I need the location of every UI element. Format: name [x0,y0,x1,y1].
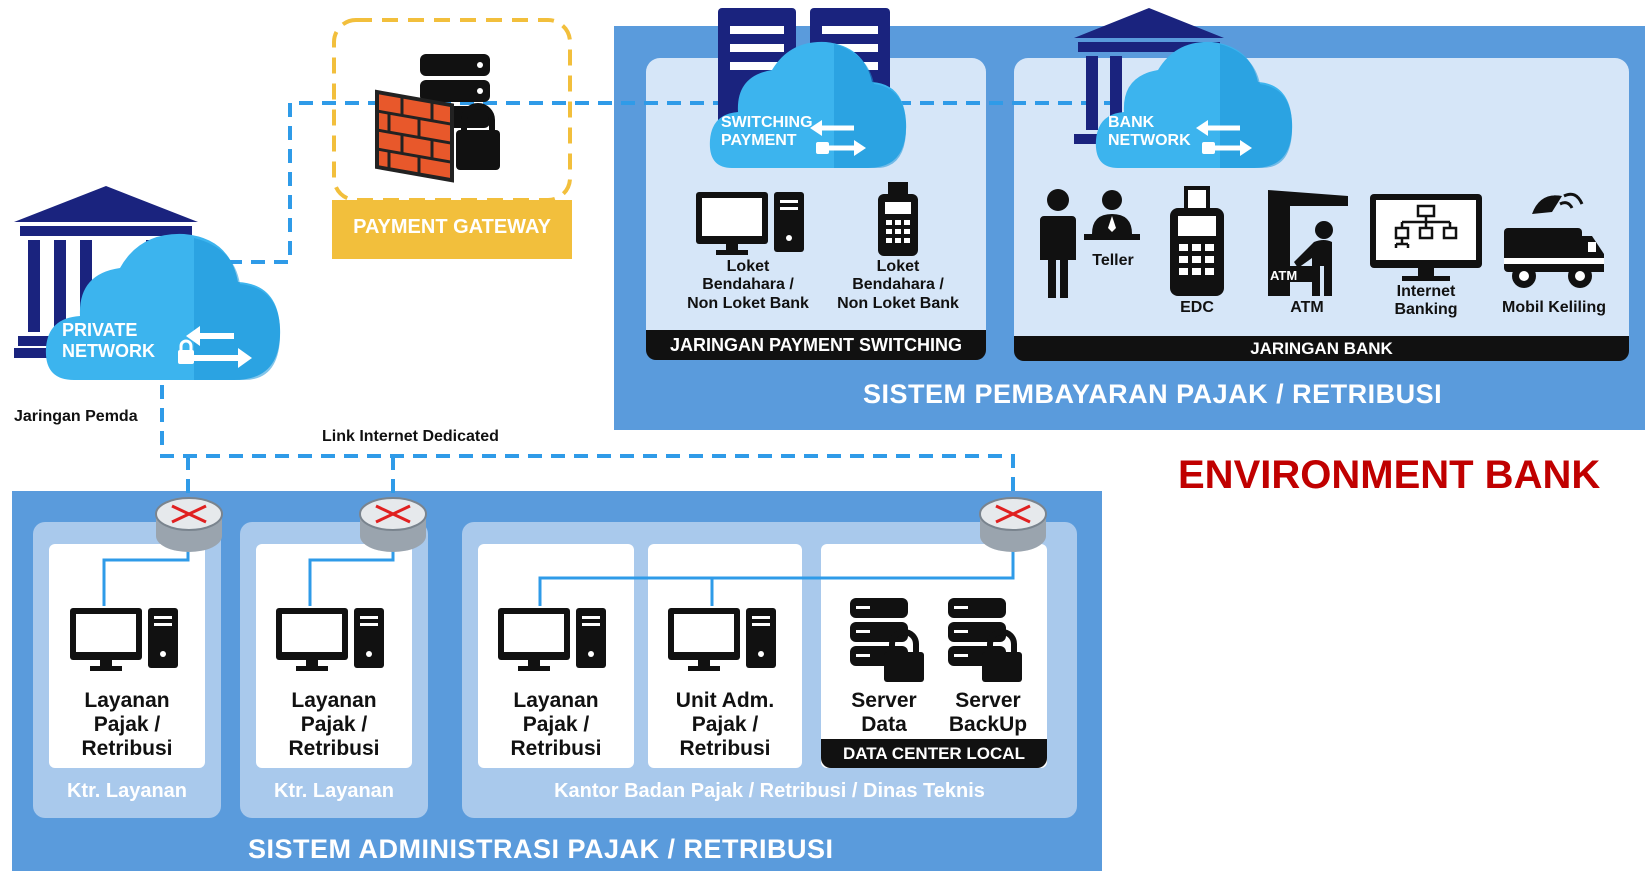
bank-network-line-1: BANK [1108,114,1155,131]
layanan-3-line-2: Pajak / [522,713,590,737]
bank-bar: JARINGAN BANK [1014,336,1629,361]
edc-icon [1170,186,1224,296]
computer-icon-1 [70,608,178,671]
data-center-bar: DATA CENTER LOCAL [821,739,1047,768]
layanan-2-line-2: Pajak / [300,713,368,737]
teller-icon [1040,189,1140,298]
layanan-2-line-3: Retribusi [288,737,380,761]
sistem-pembayaran-title: SISTEM PEMBAYARAN PAJAK / RETRIBUSI [863,379,1443,409]
private-network-line-1: PRIVATE [62,320,138,340]
loket-2-line-2: Bendahara / [852,276,944,294]
internet-banking-line-2: Banking [1394,300,1458,318]
loket-label-1: Loket Bendahara / Non Loket Bank [672,258,824,313]
payment-gateway-frame [332,18,572,259]
unit-adm-line-2: Pajak / [691,713,759,737]
layanan-label-1: Layanan Pajak / Retribusi [49,689,205,761]
unit-adm-label: Unit Adm. Pajak / Retribusi [648,689,802,761]
switching-payment-cloud-icon [709,41,907,168]
sistem-administrasi-title: SISTEM ADMINISTRASI PAJAK / RETRIBUSI [248,834,834,864]
payment-gateway-label: PAYMENT GATEWAY [353,216,551,238]
switching-payment-line-1: SWITCHING [721,114,813,131]
firewall-icon [375,54,500,183]
edc-label: EDC [1180,299,1214,316]
private-network-cloud-icon [45,233,281,380]
router-icon-1 [155,497,223,552]
ktr-layanan-caption-2: Ktr. Layanan [273,780,395,802]
router-icon-2 [359,497,427,552]
ktr-layanan-caption-1: Ktr. Layanan [66,780,188,802]
server-backup-line-2: BackUp [948,713,1028,737]
server-data-line-1: Server [851,689,917,712]
loket-2-line-3: Non Loket Bank [837,294,959,312]
loket-1-line-3: Non Loket Bank [687,294,809,312]
server-backup-line-1: Server [955,689,1021,712]
atm-sign: ATM [1270,268,1298,283]
unit-adm-line-3: Retribusi [679,737,771,761]
mobil-keliling-label: Mobil Keliling [1502,299,1606,316]
atm-icon [1268,190,1348,296]
internet-banking-icon [1370,194,1482,281]
layanan-1-line-1: Layanan [84,689,170,712]
mobil-keliling-icon [1504,192,1604,288]
router-icon-3 [979,497,1047,552]
jaringan-pemda-label: Jaringan Pemda [14,408,138,425]
bank-network-cloud-icon [1095,41,1293,168]
server-data-line-2: Data [861,713,907,737]
kantor-caption: Kantor Badan Pajak / Retribusi / Dinas T… [554,780,985,802]
private-network-label: PRIVATE NETWORK [62,320,155,361]
layanan-1-line-3: Retribusi [81,737,173,761]
bank-network-label: BANK NETWORK [1108,114,1191,151]
layanan-1-line-2: Pajak / [93,713,161,737]
loket-1-line-1: Loket [726,258,770,275]
loket-1-line-2: Bendahara / [702,276,794,294]
private-network-line-2: NETWORK [62,340,155,361]
layanan-3-line-3: Retribusi [510,737,602,761]
unit-adm-line-1: Unit Adm. [675,689,775,712]
environment-bank-label: ENVIRONMENT BANK [1178,453,1601,497]
server-data-icon [850,598,924,682]
payment-terminal-icon [878,182,918,256]
atm-label: ATM [1290,299,1324,316]
server-backup-label: Server BackUp [938,689,1038,737]
computer-icon-3 [498,608,606,671]
switching-payment-label: SWITCHING PAYMENT [721,114,813,151]
switching-bar: JARINGAN PAYMENT SWITCHING [646,330,986,360]
loket-computer-icon [696,192,804,255]
layanan-label-3: Layanan Pajak / Retribusi [478,689,634,761]
server-data-label: Server Data [834,689,934,737]
server-backup-icon [948,598,1022,682]
internet-banking-line-1: Internet [1396,283,1456,300]
internet-banking-label: Internet Banking [1376,283,1476,318]
loket-label-2: Loket Bendahara / Non Loket Bank [820,258,976,313]
teller-label: Teller [1092,252,1134,269]
bank-building-icon [1074,8,1224,144]
layanan-2-line-1: Layanan [291,689,377,712]
loket-2-line-1: Loket [876,258,920,275]
layanan-label-2: Layanan Pajak / Retribusi [256,689,412,761]
switching-payment-line-2: PAYMENT [721,132,797,150]
computer-icon-2 [276,608,384,671]
layanan-3-line-1: Layanan [513,689,599,712]
bank-network-line-2: NETWORK [1108,132,1191,150]
link-internet-label: Link Internet Dedicated [322,428,499,445]
computer-icon-4 [668,608,776,671]
